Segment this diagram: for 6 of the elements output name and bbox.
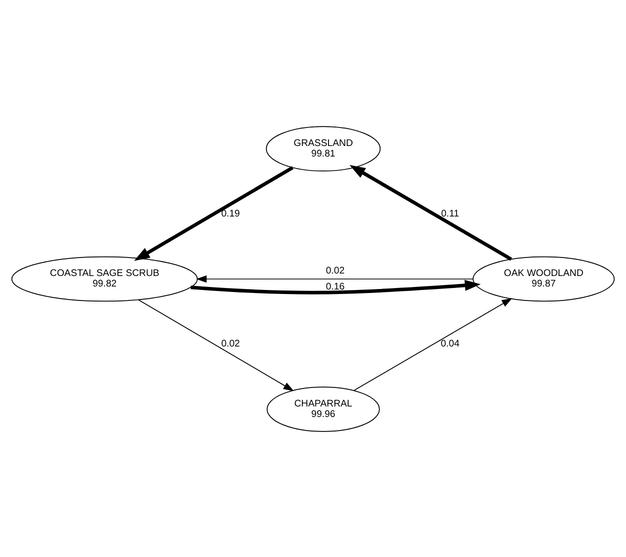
edge-label: 0.02 bbox=[326, 265, 345, 276]
edge-label: 0.16 bbox=[326, 280, 345, 292]
edge-label: 0.19 bbox=[221, 208, 240, 219]
edge-label: 0.11 bbox=[441, 208, 460, 219]
edge-label: 0.02 bbox=[221, 338, 240, 350]
edge-label: 0.04 bbox=[440, 338, 460, 350]
